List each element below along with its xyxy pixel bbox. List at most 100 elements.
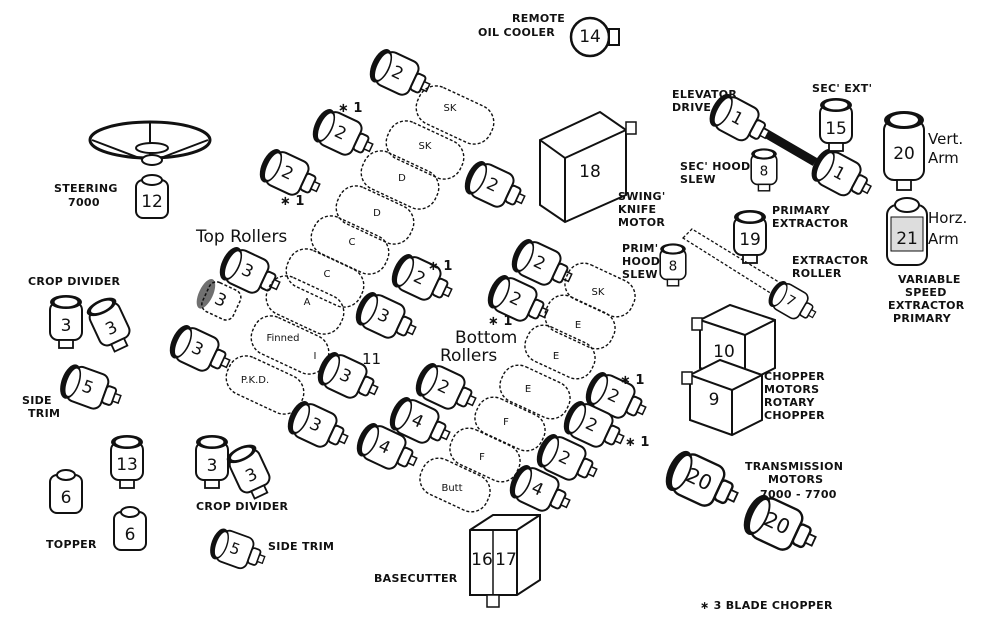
label-primary-extractor-2: EXTRACTOR <box>772 217 849 230</box>
svg-text:10: 10 <box>713 342 735 362</box>
motor-2-top-4: 2 <box>459 156 532 218</box>
label-steering-1: STEERING <box>54 182 118 195</box>
label-bottom-rollers-2: Rollers <box>440 346 497 366</box>
svg-text:17: 17 <box>495 550 517 570</box>
motor-3-crop-divider-a: 3 <box>49 294 83 349</box>
label-crop-divider-bottom: CROP DIVIDER <box>196 500 289 513</box>
label-vert-arm-1: Vert. <box>928 130 963 148</box>
label-chopper-4: CHOPPER <box>764 409 825 422</box>
label-chopper-2: MOTORS <box>764 383 819 396</box>
label-side-trim-left-2: TRIM <box>28 407 60 420</box>
motor-4-bottom-5: 4 <box>384 392 457 454</box>
roller-c-1: C <box>349 237 356 248</box>
svg-text:8: 8 <box>760 164 769 180</box>
svg-text:12: 12 <box>141 192 163 212</box>
motor-20-transmission-a: 20 <box>659 445 747 519</box>
motor-15-sec-ext: 15 <box>819 97 853 152</box>
motor-12-steering: 12 <box>135 174 169 219</box>
motor-2-bottom-7: 2 <box>558 396 631 458</box>
star-1-b: ∗ 1 <box>280 194 304 209</box>
svg-text:21: 21 <box>896 229 918 249</box>
label-prim-hood-slew-2: HOOD <box>622 255 660 268</box>
label-topper: TOPPER <box>46 538 97 551</box>
label-bottom-rollers-1: Bottom <box>455 328 517 348</box>
motor-2-bottom-4: 2 <box>410 358 483 420</box>
motor-3-top-9: 3 <box>312 347 385 409</box>
roller-sk-1: SK <box>444 103 457 114</box>
roller-finned: Finned <box>267 333 300 344</box>
label-primary-extractor-1: PRIMARY <box>772 204 831 217</box>
roller-e-2: E <box>553 351 559 362</box>
label-prim-hood-slew-3: SLEW <box>622 268 658 281</box>
label-variable-speed-3: EXTRACTOR <box>888 299 965 312</box>
motor-14-oil-cooler: 14 <box>569 16 620 58</box>
roller-i: I <box>314 351 317 362</box>
motor-1-elevator-a: 1 <box>703 89 777 152</box>
label-chopper-3: ROTARY <box>764 396 815 409</box>
motor-1-elevator-b: 1 <box>805 144 879 207</box>
label-top-rollers: Top Rollers <box>195 227 287 247</box>
steering-wheel <box>88 120 212 166</box>
label-side-trim-bottom: SIDE TRIM <box>268 540 334 553</box>
svg-text:9: 9 <box>709 390 720 410</box>
label-swing-knife-1: SWING' <box>618 190 666 203</box>
motor-2-top-6: 2 <box>386 249 459 311</box>
motor-2-bottom-3: 2 <box>580 367 653 429</box>
star-1-d: ∗ 1 <box>488 314 512 329</box>
motor-3-top-10: 3 <box>282 396 355 458</box>
svg-text:19: 19 <box>739 230 761 250</box>
svg-text:8: 8 <box>669 259 678 275</box>
motor-2-top-1: 2 <box>364 44 437 106</box>
motor-3-top-7: 3 <box>350 287 423 349</box>
svg-text:18: 18 <box>579 162 601 182</box>
motor-2-bottom-2: 2 <box>482 270 555 332</box>
svg-text:14: 14 <box>579 27 601 47</box>
svg-text:3: 3 <box>61 316 72 336</box>
box-16-17-basecutter: 16 17 <box>469 514 541 608</box>
label-variable-speed-4: PRIMARY <box>893 312 952 325</box>
motor-4-bottom-10: 4 <box>504 460 577 522</box>
star-1-e: ∗ 1 <box>620 373 644 388</box>
roller-f-1: F <box>503 417 509 428</box>
motor-2-top-2: 2 <box>307 104 380 166</box>
label-remote-oil-cooler-2: OIL COOLER <box>478 26 555 39</box>
top-roller-stack <box>225 85 495 415</box>
motor-7-extractor-roller: 7 <box>763 277 823 329</box>
roller-c-2: C <box>324 269 331 280</box>
label-extractor-roller-2: ROLLER <box>792 267 842 280</box>
motor-13-topper: 13 <box>110 434 144 489</box>
label-basecutter: BASECUTTER <box>374 572 458 585</box>
roller-e-3: E <box>525 384 531 395</box>
label-prim-hood-slew-1: PRIM' <box>622 242 658 255</box>
label-transmission-3: 7000 - 7700 <box>760 488 837 501</box>
motor-2-bottom-8: 2 <box>531 429 604 491</box>
motor-4-bottom-6: 4 <box>351 418 424 480</box>
extractor-roller <box>681 228 784 295</box>
label-11: 11 <box>362 350 381 368</box>
motor-3-crop-divider-b: 3 <box>83 292 137 357</box>
svg-text:6: 6 <box>61 488 72 508</box>
roller-e-1: E <box>575 320 581 331</box>
label-variable-speed-2: SPEED <box>905 286 947 299</box>
label-swing-knife-2: KNIFE <box>618 203 656 216</box>
label-horz-arm-1: Horz. <box>928 209 967 227</box>
label-sec-hood-slew-2: SLEW <box>680 173 716 186</box>
roller-d-2: D <box>373 208 381 219</box>
star-1-f: ∗ 1 <box>625 435 649 450</box>
label-sec-ext: SEC' EXT' <box>812 82 872 95</box>
label-remote-oil-cooler-1: REMOTE <box>512 12 565 25</box>
motor-19-primary-extractor: 19 <box>733 209 767 264</box>
label-steering-2: 7000 <box>68 196 100 209</box>
footnote-3-blade-chopper: ∗ 3 BLADE CHOPPER <box>700 599 833 612</box>
motor-20-transmission-b: 20 <box>737 489 825 563</box>
motor-3-top-5: 3 <box>214 242 287 304</box>
motor-2-bottom-1: 2 <box>506 234 579 296</box>
svg-text:6: 6 <box>125 525 136 545</box>
svg-text:3: 3 <box>207 456 218 476</box>
roller-d-1: D <box>398 173 406 184</box>
svg-text:3: 3 <box>211 289 229 312</box>
svg-text:20: 20 <box>893 144 915 164</box>
svg-text:16: 16 <box>471 550 493 570</box>
label-transmission-2: MOTORS <box>768 473 823 486</box>
